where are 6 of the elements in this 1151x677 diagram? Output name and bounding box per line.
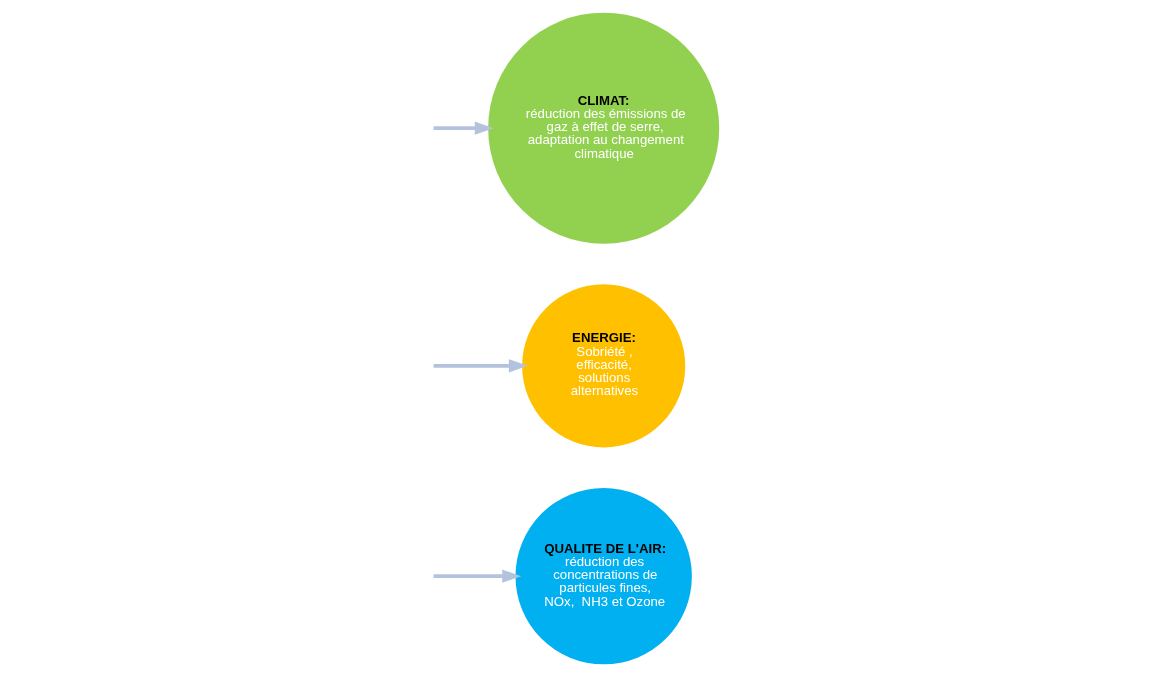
node-circle: QUALITE DE L'AIR: réduction des concentrations de particules fines, NOx, NH3 et Ozone	[515, 488, 692, 665]
node-circle: CLIMAT: réduction des émissions de gaz à effet de serre, adaptation au changement climatique	[487, 12, 719, 244]
node-circle: ENERGIE: Sobriété , efficacité, solutions alternatives	[521, 284, 685, 448]
arrow	[433, 359, 528, 373]
arrow	[433, 569, 521, 583]
arrow	[433, 121, 494, 135]
